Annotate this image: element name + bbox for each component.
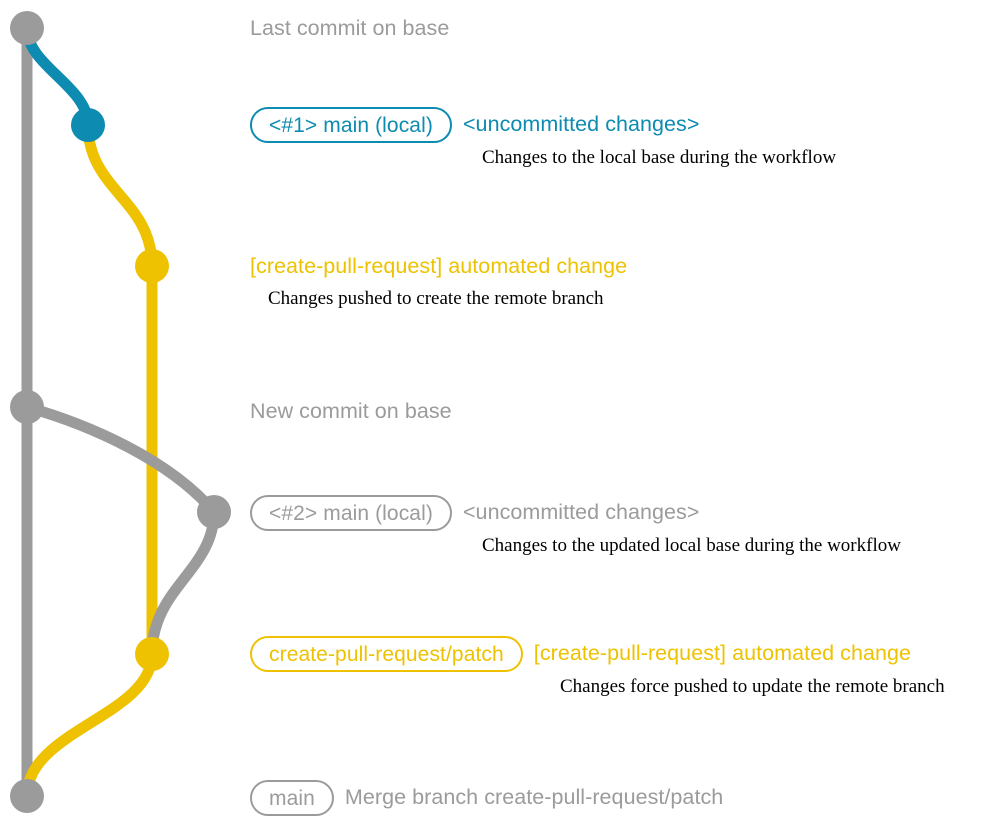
commit-row-head: main Merge branch create-pull-request/pa…	[250, 779, 981, 817]
commit-subject: <uncommitted changes>	[462, 500, 700, 525]
commit-note: Changes pushed to create the remote bran…	[268, 288, 604, 309]
commit-note: Changes to the local base during the wor…	[482, 147, 837, 168]
commit-subject: Last commit on base	[250, 16, 450, 40]
commit-row-head: create-pull-request/patch [create-pull-r…	[250, 635, 981, 673]
commit-row-head: New commit on base	[250, 392, 981, 430]
commit-note: Changes to the updated local base during…	[482, 535, 901, 556]
commit-row-head: <#1> main (local) <uncommitted changes>	[250, 106, 981, 144]
commit-subject: New commit on base	[250, 399, 452, 423]
commit-subject: [create-pull-request] automated change	[250, 254, 628, 278]
commit-row-automated-change-2: create-pull-request/patch [create-pull-r…	[250, 635, 981, 698]
commit-subject: [create-pull-request] automated change	[533, 641, 911, 666]
branch-badge-local-main-1[interactable]: <#1> main (local)	[250, 107, 452, 143]
commit-note: Changes force pushed to update the remot…	[560, 676, 945, 697]
commit-row-last-commit-on-base: Last commit on base	[250, 9, 981, 47]
commit-subject: <uncommitted changes>	[462, 112, 700, 137]
commit-row-head: Last commit on base	[250, 9, 981, 47]
commit-row-merge-commit: main Merge branch create-pull-request/pa…	[250, 779, 981, 817]
commit-row-automated-change-1: [create-pull-request] automated change C…	[250, 247, 981, 310]
commit-row-head: <#2> main (local) <uncommitted changes>	[250, 494, 981, 532]
commit-subject: Merge branch create-pull-request/patch	[344, 785, 724, 810]
branch-badge-create-pull-request-patch[interactable]: create-pull-request/patch	[250, 636, 523, 672]
commit-row-new-commit-on-base: New commit on base	[250, 392, 981, 430]
branch-badge-local-main-2[interactable]: <#2> main (local)	[250, 495, 452, 531]
commit-row-head: [create-pull-request] automated change	[250, 247, 981, 285]
commit-row-local-main-2: <#2> main (local) <uncommitted changes> …	[250, 494, 981, 557]
commit-row-local-main-1: <#1> main (local) <uncommitted changes> …	[250, 106, 981, 169]
branch-badge-main[interactable]: main	[250, 780, 334, 816]
